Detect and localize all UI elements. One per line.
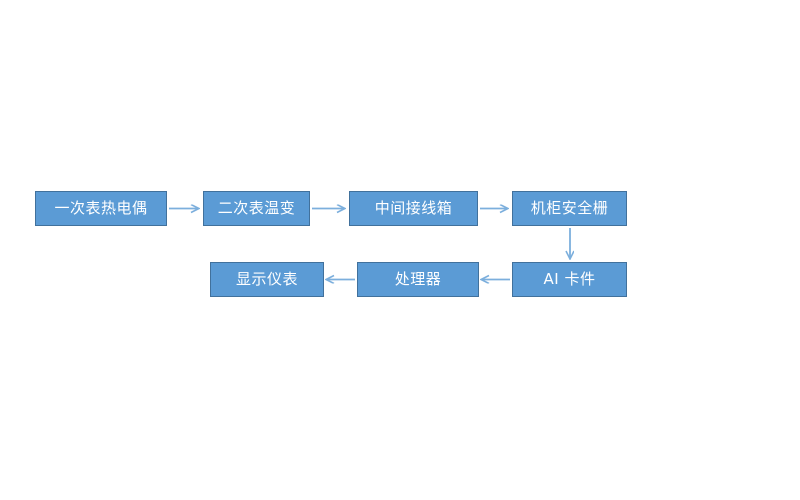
node-junction-box[interactable]: 中间接线箱 (349, 191, 478, 226)
node-processor[interactable]: 处理器 (357, 262, 479, 297)
node-ai-card[interactable]: AI 卡件 (512, 262, 627, 297)
node-display-instrument[interactable]: 显示仪表 (210, 262, 324, 297)
node-label: 机柜安全栅 (530, 199, 609, 217)
node-cabinet-safety-barrier[interactable]: 机柜安全栅 (512, 191, 627, 226)
node-label: 二次表温变 (217, 199, 296, 217)
node-secondary-transmitter[interactable]: 二次表温变 (203, 191, 310, 226)
node-label: 显示仪表 (235, 270, 298, 288)
node-label: 一次表热电偶 (54, 199, 148, 217)
node-label: 中间接线箱 (374, 199, 453, 217)
node-primary-thermocouple[interactable]: 一次表热电偶 (35, 191, 167, 226)
node-label: 处理器 (394, 270, 442, 288)
node-label: AI 卡件 (543, 270, 596, 288)
